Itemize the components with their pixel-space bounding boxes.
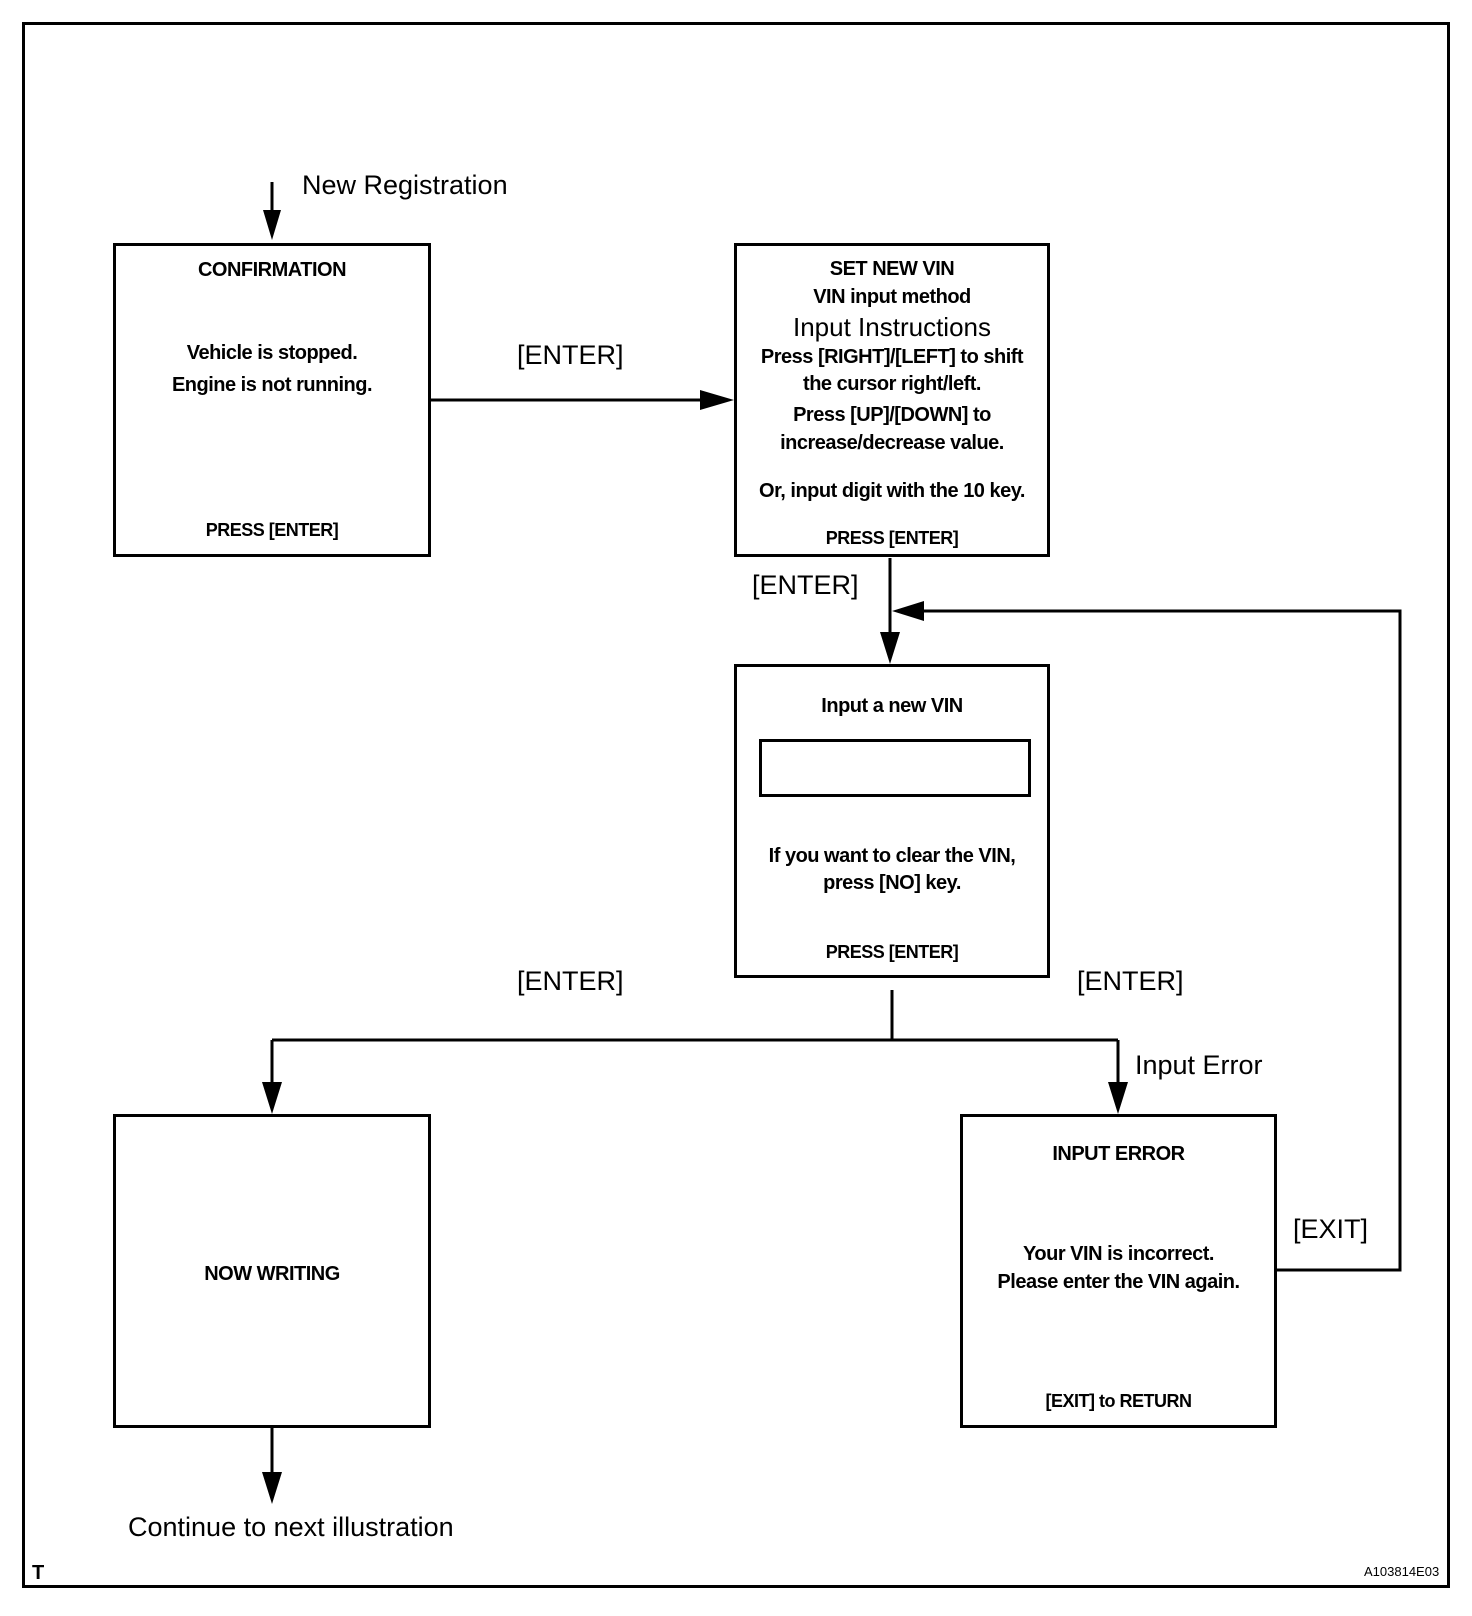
start-label: New Registration <box>302 170 508 200</box>
set-new-vin-line3: Press [UP]/[DOWN] to <box>793 404 991 426</box>
edge-label-input-to-error: [ENTER] <box>1077 966 1184 996</box>
input-new-vin-box: Input a new VIN If you want to clear the… <box>734 664 1050 978</box>
edge-label-set-to-input: [ENTER] <box>752 570 859 600</box>
set-new-vin-line1: Press [RIGHT]/[LEFT] to shift <box>760 346 1024 368</box>
input-new-vin-footer: PRESS [ENTER] <box>825 942 959 962</box>
corner-mark: T <box>32 1562 45 1584</box>
vin-input-field[interactable] <box>759 739 1031 797</box>
input-error-line1: Your VIN is incorrect. <box>1023 1243 1214 1265</box>
set-new-vin-line4: increase/decrease value. <box>780 432 1004 454</box>
set-new-vin-instructions-heading: Input Instructions <box>793 312 991 342</box>
input-new-vin-line1: If you want to clear the VIN, <box>768 845 1016 867</box>
set-new-vin-line5: Or, input digit with the 10 key. <box>759 480 1025 502</box>
input-error-line2: Please enter the VIN again. <box>997 1271 1240 1293</box>
figure-id: A103814E03 <box>1364 1564 1440 1579</box>
input-error-title: INPUT ERROR <box>1052 1143 1185 1165</box>
set-new-vin-box: SET NEW VIN VIN input method Input Instr… <box>734 243 1050 557</box>
set-new-vin-line2: the cursor right/left. <box>803 373 981 395</box>
confirmation-box: CONFIRMATION Vehicle is stopped. Engine … <box>113 243 431 557</box>
edge-label-error-exit: [EXIT] <box>1293 1214 1369 1244</box>
continue-label: Continue to next illustration <box>128 1512 454 1542</box>
input-new-vin-line2: press [NO] key. <box>823 872 961 894</box>
confirmation-line2: Engine is not running. <box>171 374 373 396</box>
now-writing-title: NOW WRITING <box>204 1263 340 1285</box>
now-writing-box: NOW WRITING <box>113 1114 431 1428</box>
edge-label-error-condition: Input Error <box>1135 1050 1263 1080</box>
confirmation-line1: Vehicle is stopped. <box>186 342 358 364</box>
input-error-box: INPUT ERROR Your VIN is incorrect. Pleas… <box>960 1114 1277 1428</box>
input-error-footer: [EXIT] to RETURN <box>1045 1391 1192 1411</box>
diagram-frame <box>22 22 1450 1588</box>
set-new-vin-title: SET NEW VIN <box>829 258 955 280</box>
confirmation-footer: PRESS [ENTER] <box>205 520 339 540</box>
arrow-split <box>272 990 1118 1042</box>
edge-label-confirm-to-set: [ENTER] <box>517 340 624 370</box>
input-new-vin-title: Input a new VIN <box>821 695 963 717</box>
set-new-vin-subtitle: VIN input method <box>813 286 971 308</box>
edge-label-input-to-writing: [ENTER] <box>517 966 624 996</box>
confirmation-title: CONFIRMATION <box>197 259 347 281</box>
set-new-vin-footer: PRESS [ENTER] <box>825 528 959 548</box>
arrow-exit-loop <box>910 609 1402 1272</box>
